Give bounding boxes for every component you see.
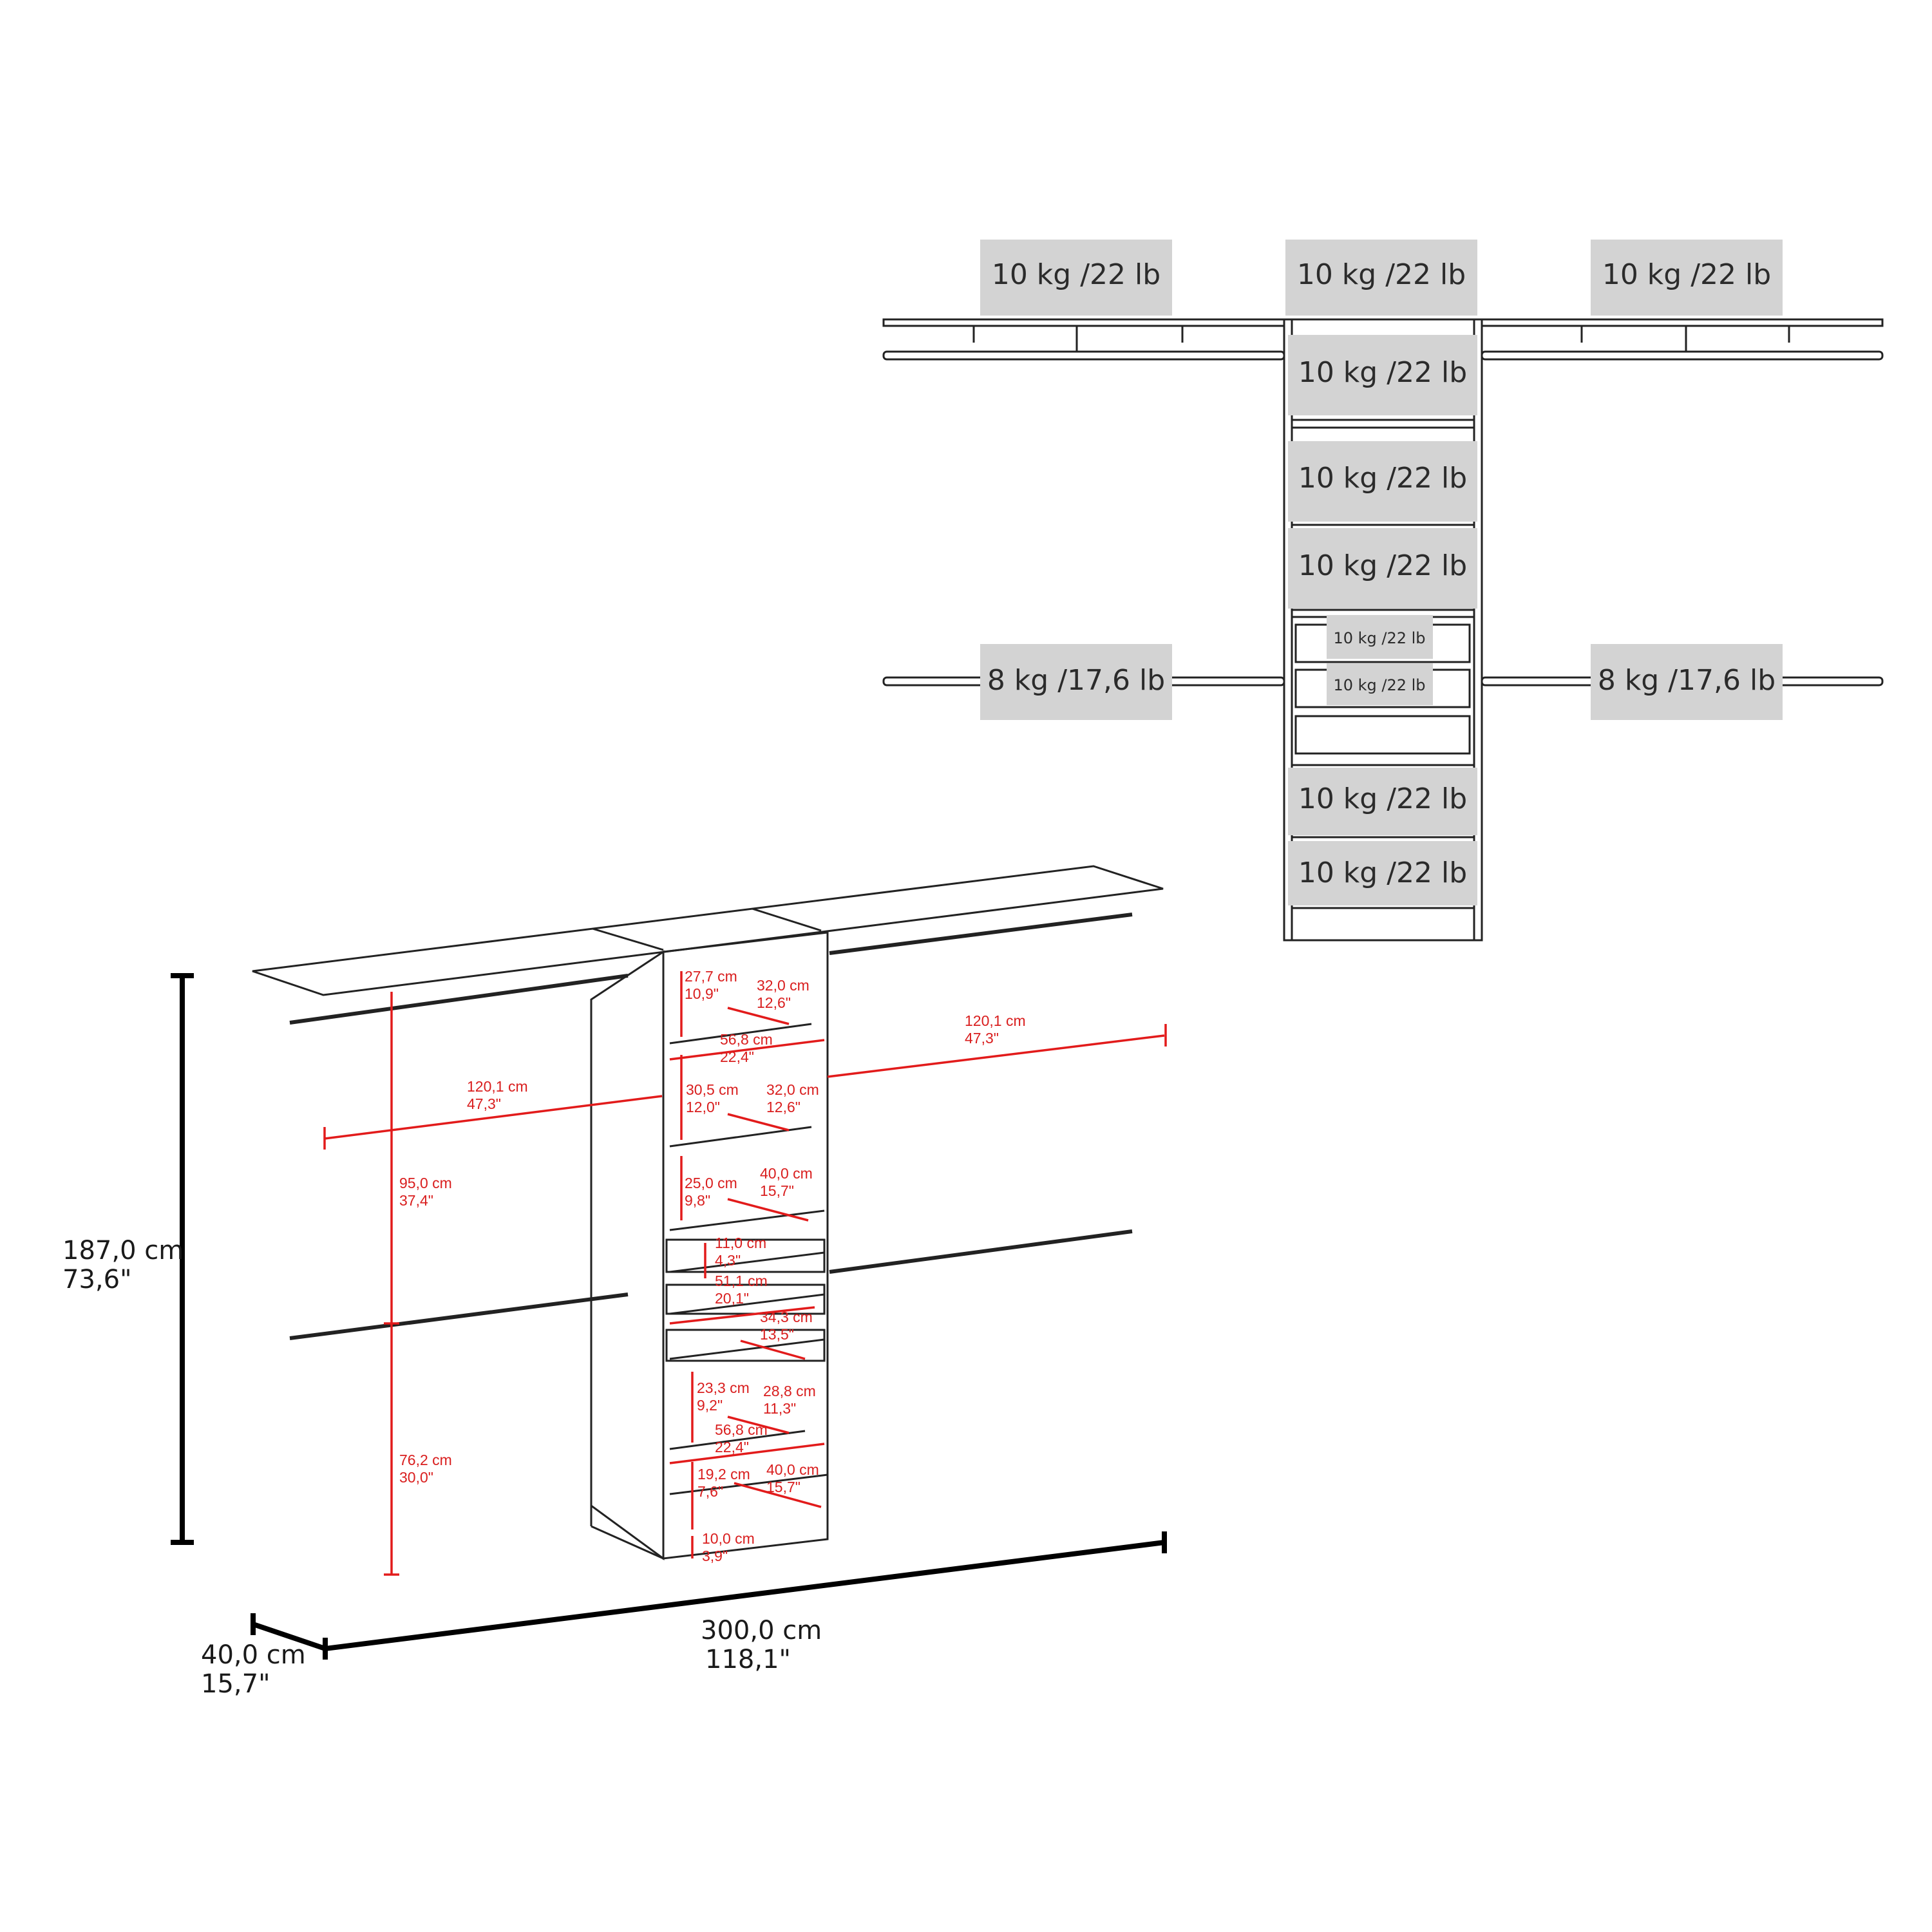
badge-tower-shelf-1-text: 10 kg /22 lb	[1298, 356, 1467, 389]
badge-tower-shelf-4	[1288, 768, 1477, 835]
top-shelf-left	[882, 318, 1285, 327]
badge-tower-shelf-3	[1288, 528, 1477, 609]
perspective-upper-rod-right	[829, 913, 1133, 955]
badge-rod-right	[1591, 644, 1783, 720]
width-dimension-line	[325, 1540, 1165, 1651]
height-cm-label: 187,0 cm	[62, 1236, 184, 1265]
badge-drawer-1-text: 10 kg /22 lb	[1333, 629, 1425, 647]
red-dimension-lines	[323, 971, 1167, 1576]
upper-rod-right	[1481, 350, 1884, 361]
tower-front	[1283, 318, 1483, 942]
badge-tower-shelf-2-text: 10 kg /22 lb	[1298, 462, 1467, 495]
width-cm-label: 300,0 cm	[701, 1616, 822, 1645]
badge-rod-right-text: 8 kg /17,6 lb	[1598, 664, 1776, 697]
perspective-upper-rod-left	[289, 974, 629, 1025]
upper-rod-left	[882, 350, 1285, 361]
load-rating-badges: 10 kg /22 lb 10 kg /22 lb 10 kg /22 lb 1…	[980, 240, 1783, 905]
badge-drawer-1	[1327, 615, 1433, 659]
perspective-tower-side	[590, 950, 665, 1560]
top-shelf-right	[1481, 318, 1884, 327]
badge-tower-shelf-4-text: 10 kg /22 lb	[1298, 782, 1467, 815]
badge-tower-shelf-1	[1288, 335, 1477, 415]
width-in-label: 118,1"	[705, 1645, 791, 1674]
badge-top-shelf-left	[980, 240, 1172, 316]
badge-top-shelf-left-text: 10 kg /22 lb	[992, 258, 1160, 291]
badge-tower-shelf-5	[1288, 841, 1477, 905]
badge-drawer-2-text: 10 kg /22 lb	[1333, 676, 1425, 694]
perspective-lower-rod-left	[289, 1293, 629, 1340]
badge-tower-shelf-2	[1288, 441, 1477, 522]
perspective-lower-rod-right	[829, 1229, 1133, 1274]
perspective-view	[252, 865, 1164, 1560]
depth-in-label: 15,7"	[201, 1669, 270, 1699]
badge-tower-shelf-5-text: 10 kg /22 lb	[1298, 857, 1467, 889]
perspective-tower-front	[662, 931, 829, 1560]
depth-dimension-line	[252, 1622, 327, 1651]
badge-rod-left	[980, 644, 1172, 720]
badge-top-shelf-right	[1591, 240, 1783, 316]
height-in-label: 73,6"	[62, 1265, 131, 1294]
perspective-top-shelf	[252, 865, 1164, 996]
badge-tower-shelf-3-text: 10 kg /22 lb	[1298, 549, 1467, 582]
overall-dimension-lines	[171, 973, 1167, 1660]
depth-cm-label: 40,0 cm	[201, 1640, 306, 1670]
overall-dimension-labels: 187,0 cm 73,6" 300,0 cm 118,1" 40,0 cm 1…	[62, 1236, 822, 1699]
badge-top-shelf-right-text: 10 kg /22 lb	[1602, 258, 1771, 291]
badge-rod-left-text: 8 kg /17,6 lb	[987, 664, 1165, 697]
badge-top-shelf-center-text: 10 kg /22 lb	[1297, 258, 1466, 291]
drawer-front-3	[1294, 715, 1471, 755]
badge-top-shelf-center	[1285, 240, 1477, 316]
badge-drawer-2	[1327, 663, 1433, 705]
